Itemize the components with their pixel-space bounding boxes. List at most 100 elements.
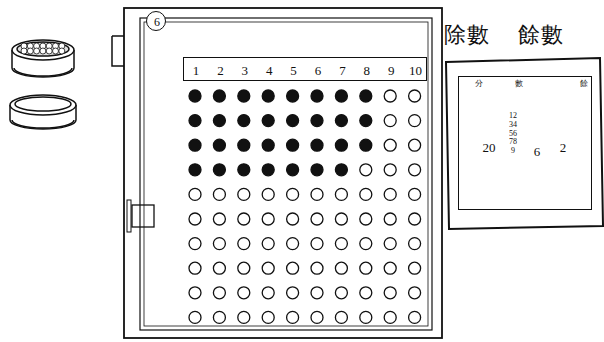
bead xyxy=(360,115,372,127)
bead xyxy=(53,48,59,54)
board-number-circle: 6 xyxy=(146,11,166,31)
bead xyxy=(213,213,225,225)
bead xyxy=(311,311,323,323)
column-number: 5 xyxy=(290,64,297,77)
column-number-strip: 12345678910 xyxy=(183,57,427,81)
bead xyxy=(384,90,396,102)
bead xyxy=(189,164,201,176)
bead xyxy=(384,238,396,250)
bead xyxy=(287,311,299,323)
bead xyxy=(34,48,40,54)
bead xyxy=(384,213,396,225)
bead xyxy=(213,262,225,274)
bead xyxy=(384,115,396,127)
bead xyxy=(189,238,201,250)
bead xyxy=(409,311,421,323)
bead xyxy=(409,287,421,299)
bead xyxy=(335,213,347,225)
card-frame xyxy=(446,58,603,229)
bead xyxy=(189,90,201,102)
column-number: 1 xyxy=(193,64,200,77)
bead xyxy=(311,238,323,250)
bead xyxy=(189,115,201,127)
board-frame xyxy=(112,8,442,338)
bead xyxy=(213,287,225,299)
bead xyxy=(287,115,299,127)
bead xyxy=(189,262,201,274)
bead xyxy=(189,139,201,151)
bead xyxy=(213,238,225,250)
bead xyxy=(287,213,299,225)
column-number: 3 xyxy=(242,64,249,77)
bead xyxy=(262,262,274,274)
bead xyxy=(409,188,421,200)
bead xyxy=(262,90,274,102)
column-number: 9 xyxy=(388,64,395,77)
bead xyxy=(262,238,274,250)
bead xyxy=(46,48,52,54)
bead xyxy=(287,262,299,274)
column-number: 6 xyxy=(315,64,322,77)
bead xyxy=(213,311,225,323)
bead xyxy=(238,115,250,127)
bead xyxy=(287,164,299,176)
bead xyxy=(409,164,421,176)
bead xyxy=(287,287,299,299)
bead xyxy=(238,139,250,151)
column-number: 4 xyxy=(266,64,273,77)
heading-word: 除數 xyxy=(444,24,490,46)
bead xyxy=(238,164,250,176)
bead xyxy=(238,287,250,299)
column-number: 8 xyxy=(364,64,371,77)
bead xyxy=(21,48,27,54)
bead xyxy=(311,188,323,200)
bead xyxy=(335,90,347,102)
card-text: 餘 xyxy=(580,80,588,88)
bead xyxy=(409,262,421,274)
bead xyxy=(409,238,421,250)
bead xyxy=(360,188,372,200)
bead xyxy=(335,164,347,176)
bead xyxy=(384,311,396,323)
bead xyxy=(360,213,372,225)
heading-word: 餘數 xyxy=(518,24,564,46)
bead xyxy=(360,238,372,250)
bead xyxy=(262,115,274,127)
card-text: 6 xyxy=(534,145,541,158)
column-number: 2 xyxy=(217,64,224,77)
digit-column: 123456789 xyxy=(509,112,517,156)
bead xyxy=(360,90,372,102)
column-number: 7 xyxy=(339,64,346,77)
bead xyxy=(311,90,323,102)
bead xyxy=(409,115,421,127)
bead xyxy=(238,213,250,225)
division-card: 分數餘2012345678962 xyxy=(458,76,592,210)
bead xyxy=(189,213,201,225)
bead xyxy=(189,188,201,200)
bead-containers xyxy=(10,40,76,129)
bead xyxy=(311,262,323,274)
bead xyxy=(335,311,347,323)
bead xyxy=(213,115,225,127)
bead xyxy=(384,188,396,200)
bead xyxy=(311,213,323,225)
card-text: 2 xyxy=(560,141,567,154)
bead xyxy=(360,287,372,299)
bead xyxy=(335,139,347,151)
bead xyxy=(238,90,250,102)
bead xyxy=(238,238,250,250)
bead xyxy=(59,48,65,54)
bead xyxy=(360,311,372,323)
bead xyxy=(262,188,274,200)
bead xyxy=(40,48,46,54)
bead xyxy=(335,238,347,250)
card-text: 20 xyxy=(483,141,496,154)
bead xyxy=(287,90,299,102)
beads-in-container xyxy=(21,43,65,54)
bead xyxy=(311,115,323,127)
card-text: 數 xyxy=(515,80,523,88)
bead xyxy=(189,311,201,323)
bead xyxy=(213,90,225,102)
bead xyxy=(238,311,250,323)
bead xyxy=(311,164,323,176)
